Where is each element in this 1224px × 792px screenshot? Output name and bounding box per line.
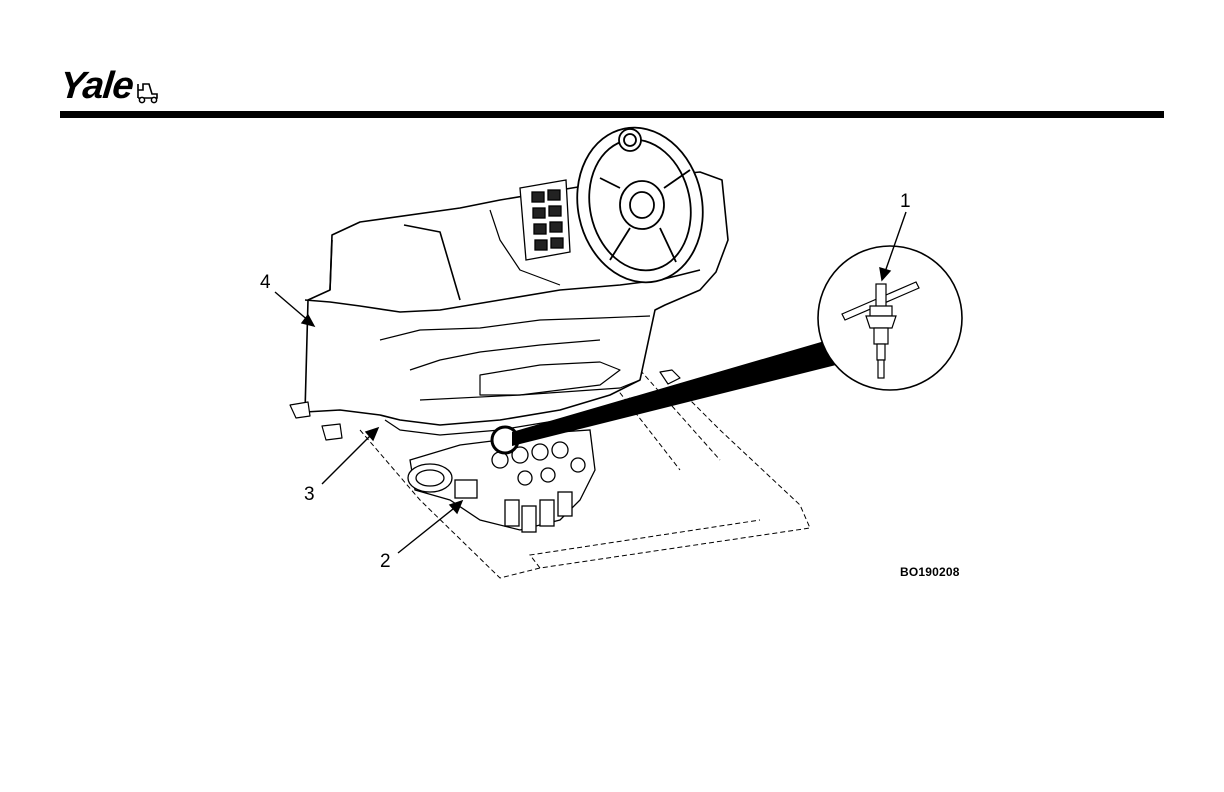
callout-2: 2 — [380, 552, 391, 572]
callout-3: 3 — [304, 485, 315, 505]
figure-code: BO190208 — [900, 565, 960, 579]
switch-panel — [520, 180, 570, 260]
callout-4: 4 — [260, 273, 271, 293]
t-handle-valve-icon — [818, 246, 962, 390]
callout-1: 1 — [900, 192, 911, 212]
